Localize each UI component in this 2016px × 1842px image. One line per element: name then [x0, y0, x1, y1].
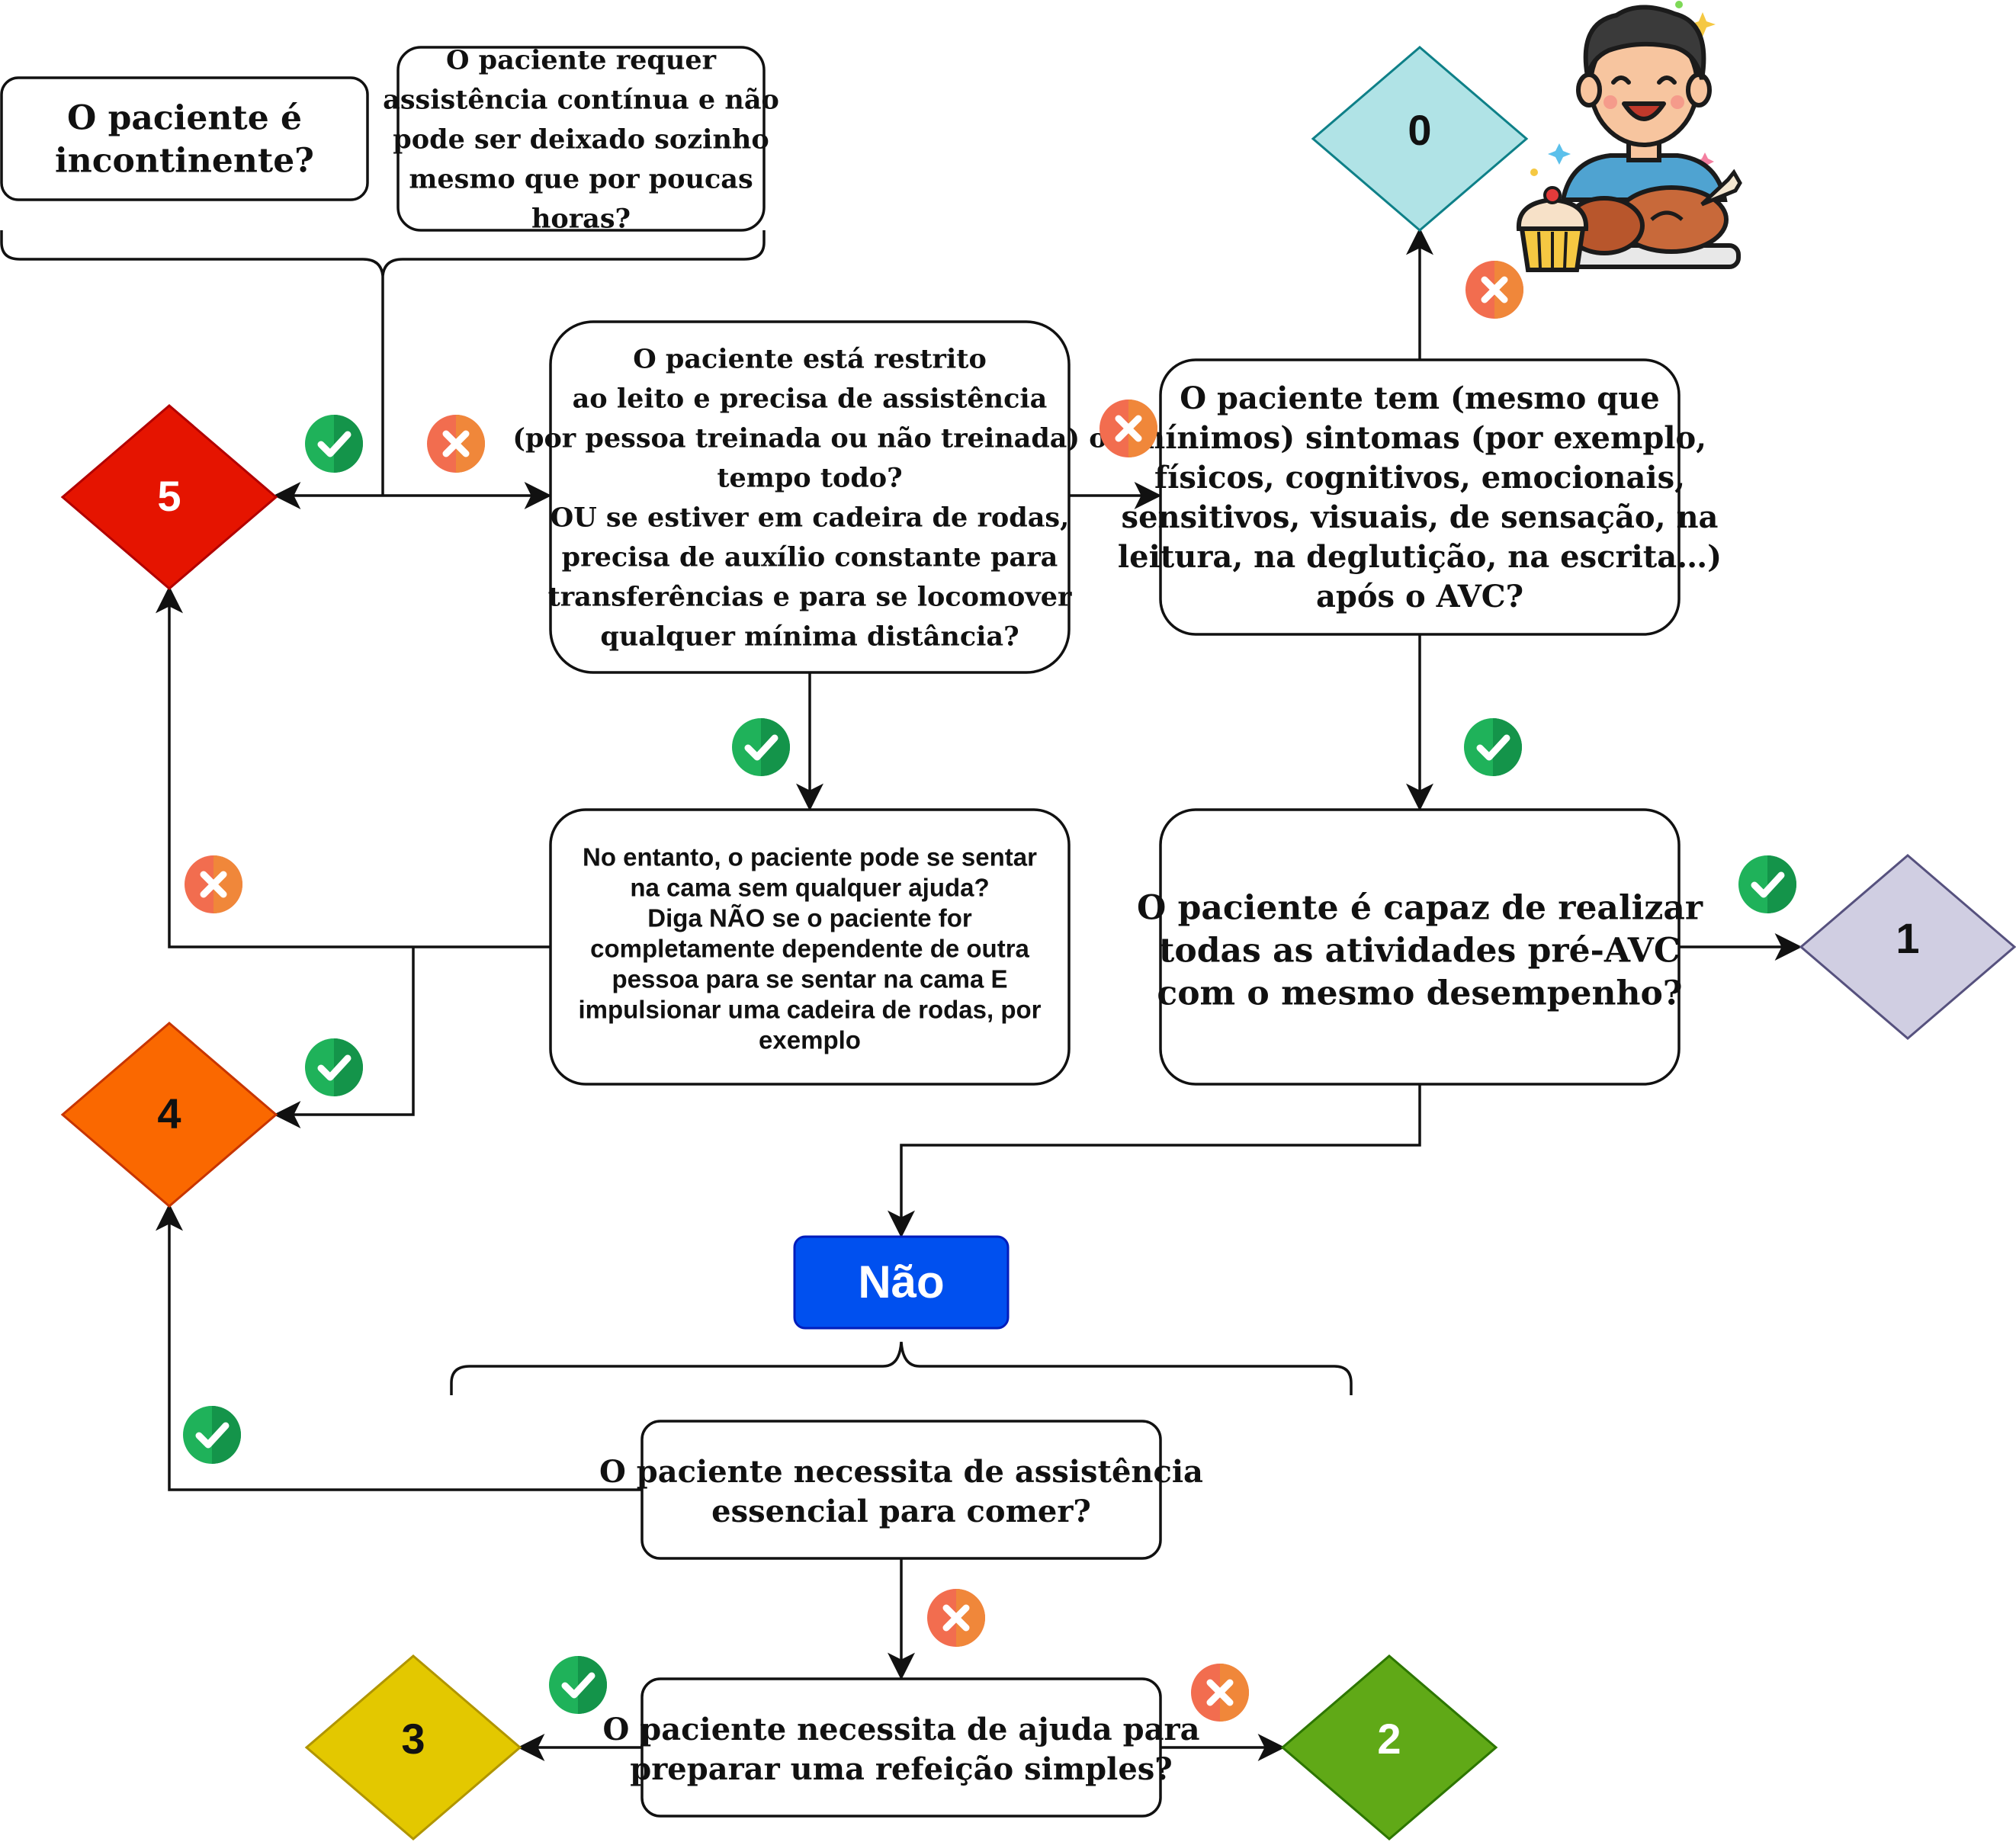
- question-line: O paciente é capaz de realizar: [1137, 888, 1703, 927]
- question-line: Diga NÃO se o paciente for: [647, 904, 972, 932]
- question-line: após o AVC?: [1316, 579, 1523, 615]
- nao-box: Não: [793, 1235, 1010, 1330]
- score-2-label: 2: [1377, 1715, 1401, 1763]
- check-circle-icon: [305, 1038, 363, 1096]
- question-continuous-assistance: O paciente requer assistência contínua e …: [383, 44, 779, 234]
- question-meal-preparation-text: O paciente necessita de ajuda para prepar…: [603, 1712, 1200, 1787]
- edge-sit-to-score-5: [156, 586, 551, 948]
- x-circle-icon: [1099, 400, 1157, 457]
- score-1-diamond: 1: [1799, 854, 2016, 1040]
- question-line: leitura, na deglutição, na escrita…): [1118, 539, 1722, 575]
- score-3-diamond: 3: [304, 1654, 522, 1840]
- edge-sit-to-score-4: [273, 947, 415, 1128]
- question-line: O paciente é: [67, 98, 302, 137]
- question-line: na cama sem qualquer ajuda?: [630, 874, 989, 902]
- x-circle-icon: [1465, 261, 1523, 319]
- score-2-diamond: 2: [1280, 1654, 1498, 1840]
- x-circle-icon: [927, 1589, 985, 1647]
- question-line: essencial para comer?: [711, 1494, 1091, 1529]
- question-eating-assistance: O paciente necessita de assistência essen…: [599, 1420, 1203, 1560]
- question-line: pode ser deixado sozinho: [393, 124, 769, 155]
- check-circle-icon: [1464, 718, 1522, 776]
- question-continuous-assistance-text: O paciente requer assistência contínua e …: [383, 44, 779, 234]
- question-line: precisa de auxílio constante para: [562, 541, 1058, 573]
- check-circle-icon: [305, 415, 363, 473]
- question-line: O paciente está restrito: [633, 343, 987, 374]
- x-circle-icon: [1191, 1664, 1249, 1722]
- question-line: horas?: [531, 203, 631, 234]
- score-0-label: 0: [1408, 106, 1431, 154]
- question-sit-in-bed-text: No entanto, o paciente pode se sentar na …: [578, 843, 1041, 1054]
- question-line: mínimos) sintomas (por exemplo,: [1133, 420, 1706, 456]
- question-line: incontinente?: [55, 141, 314, 180]
- question-line: O paciente necessita de assistência: [599, 1454, 1203, 1490]
- score-3-label: 3: [401, 1715, 425, 1763]
- brace-incontinent: [0, 230, 766, 277]
- question-sit-in-bed: No entanto, o paciente pode se sentar na …: [549, 808, 1071, 1086]
- question-line: exemplo: [759, 1026, 861, 1054]
- question-line: sensitivos, visuais, de sensação, na: [1122, 499, 1719, 535]
- question-bedridden: O paciente está restrito ao leito e preci…: [512, 320, 1107, 674]
- question-line: qualquer mínima distância?: [600, 621, 1019, 652]
- question-line: O paciente tem (mesmo que: [1180, 380, 1659, 416]
- score-1-label: 1: [1896, 914, 1919, 962]
- question-line: pessoa para se sentar na cama E: [612, 965, 1007, 993]
- edge-eating-to-score-4: [156, 1203, 642, 1491]
- question-line: OU se estiver em cadeira de rodas,: [551, 502, 1070, 533]
- question-incontinent-text: O paciente é incontinente?: [55, 98, 314, 180]
- question-pre-stroke-activities-text: O paciente é capaz de realizar todas as a…: [1137, 888, 1703, 1012]
- question-line: No entanto, o paciente pode se sentar: [583, 843, 1037, 871]
- question-line: tempo todo?: [717, 462, 902, 493]
- question-line: preparar uma refeição simples?: [630, 1751, 1172, 1787]
- question-line: (por pessoa treinada ou não treinada) o: [512, 422, 1106, 454]
- question-line: O paciente necessita de ajuda para: [603, 1712, 1200, 1747]
- score-0-diamond: 0: [1311, 46, 1529, 232]
- edge-pre-stroke-to-nao: [888, 1084, 1421, 1238]
- check-circle-icon: [732, 718, 790, 776]
- score-5-diamond: 5: [60, 404, 278, 590]
- score-4-label: 4: [157, 1089, 181, 1138]
- question-pre-stroke-activities: O paciente é capaz de realizar todas as a…: [1137, 808, 1703, 1086]
- brace-nao: [450, 1341, 1353, 1395]
- check-circle-icon: [549, 1656, 607, 1714]
- question-line: mesmo que por poucas: [409, 163, 753, 194]
- question-eating-assistance-text: O paciente necessita de assistência essen…: [599, 1454, 1203, 1529]
- question-line: completamente dependente de outra: [590, 935, 1029, 963]
- x-circle-icon: [427, 415, 485, 473]
- question-symptoms: O paciente tem (mesmo que mínimos) sintom…: [1118, 358, 1722, 636]
- question-line: impulsionar uma cadeira de rodas, por: [578, 996, 1041, 1024]
- happy-person-eating-icon: [1516, 1, 1742, 272]
- x-circle-icon: [185, 855, 242, 913]
- question-line: assistência contínua e não: [383, 84, 779, 115]
- question-symptoms-text: O paciente tem (mesmo que mínimos) sintom…: [1118, 380, 1722, 615]
- score-5-label: 5: [157, 472, 181, 520]
- score-4-diamond: 4: [60, 1022, 278, 1208]
- question-bedridden-text: O paciente está restrito ao leito e preci…: [512, 343, 1106, 652]
- check-circle-icon: [1738, 855, 1796, 913]
- nao-label: Não: [858, 1256, 944, 1308]
- question-line: com o mesmo desempenho?: [1157, 974, 1682, 1012]
- question-meal-preparation: O paciente necessita de ajuda para prepar…: [603, 1677, 1200, 1818]
- question-line: O paciente requer: [446, 44, 717, 75]
- check-circle-icon: [183, 1406, 241, 1464]
- question-line: físicos, cognitivos, emocionais,: [1154, 460, 1685, 496]
- question-line: ao leito e precisa de assistência: [573, 383, 1048, 414]
- question-line: transferências e para se locomover: [548, 581, 1072, 612]
- question-incontinent: O paciente é incontinente?: [0, 76, 369, 201]
- question-line: todas as atividades pré-AVC: [1159, 931, 1681, 970]
